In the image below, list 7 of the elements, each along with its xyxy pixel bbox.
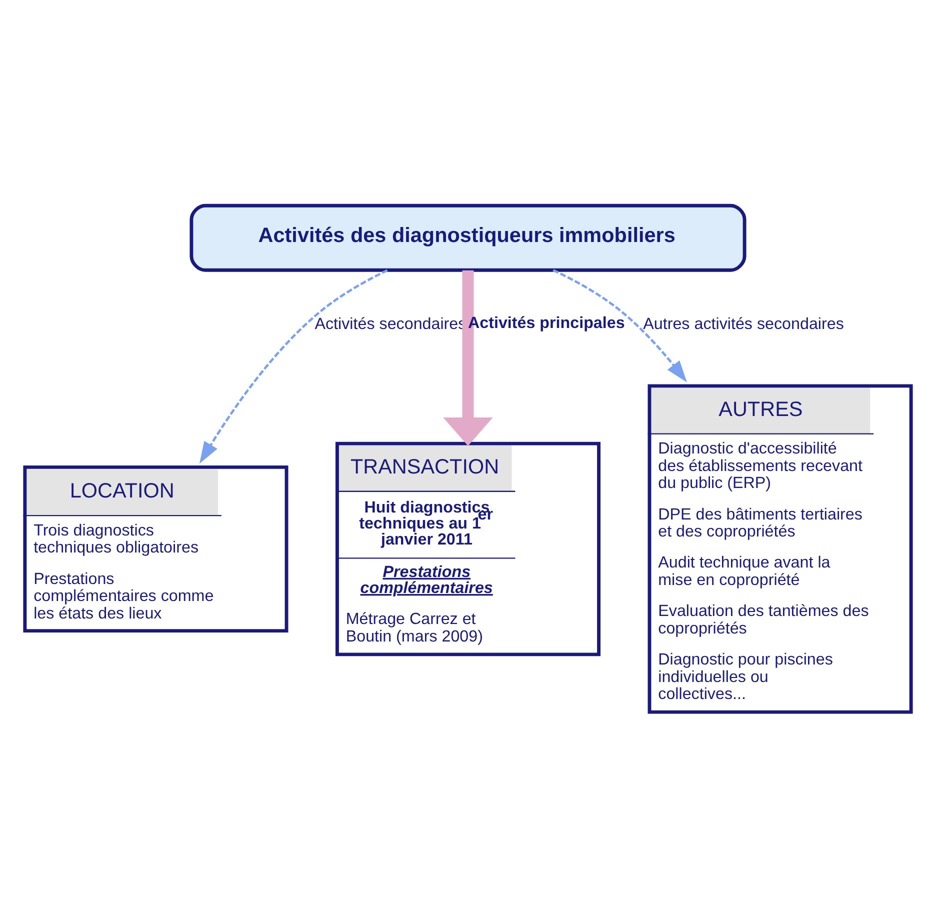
arrow xyxy=(442,270,492,446)
edge-label: Activités secondaires xyxy=(314,314,466,333)
edge-label: Autres activités secondaires xyxy=(642,314,844,333)
edge-label: Activités principales xyxy=(468,313,624,332)
node-box: Activités des diagnostiqueurs immobiliers xyxy=(189,203,746,272)
arrow xyxy=(198,268,388,464)
arrow xyxy=(552,268,686,382)
